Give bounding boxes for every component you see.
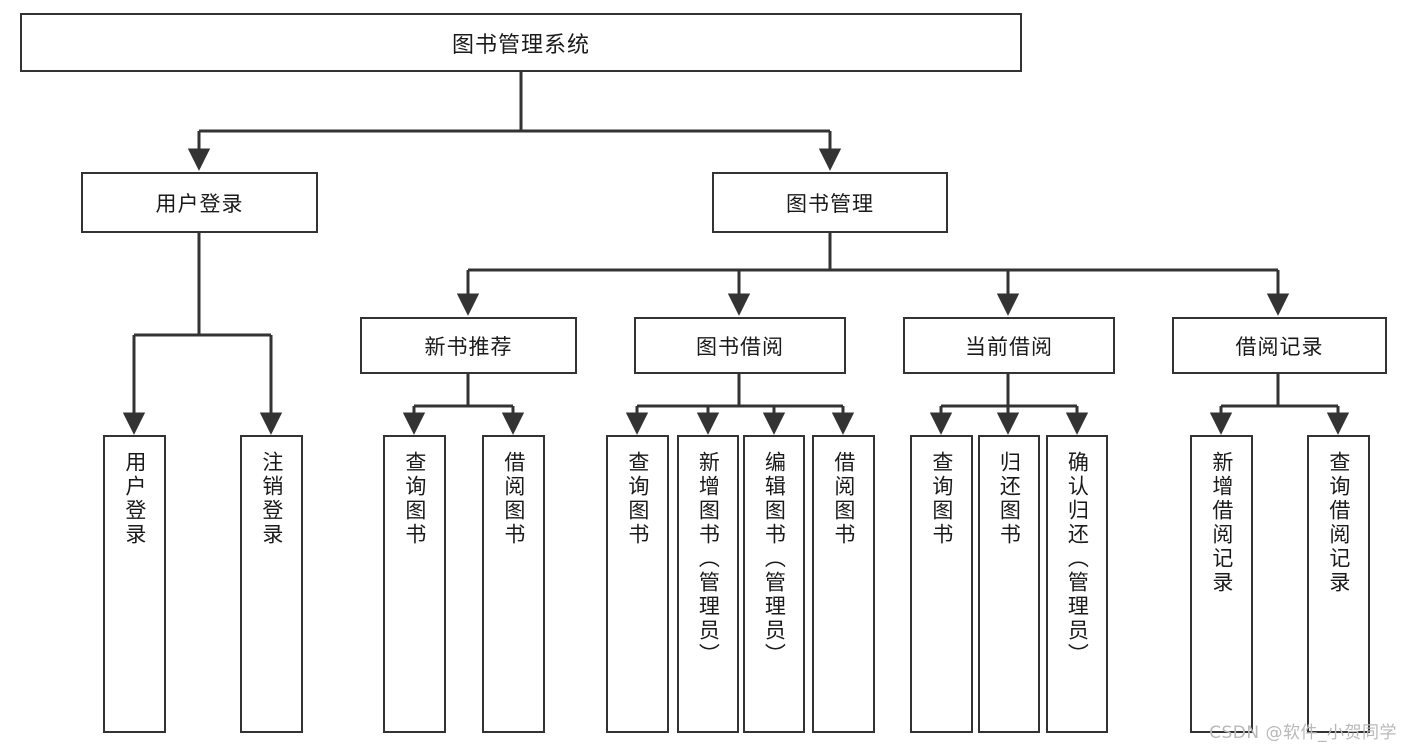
node-label: 注销登录 bbox=[259, 451, 284, 547]
leaf-new-book-query-book[interactable]: 查询图书 bbox=[383, 435, 446, 733]
leaf-book-borrow-borrow-book[interactable]: 借阅图书 bbox=[812, 435, 875, 733]
node-book-management[interactable]: 图书管理 bbox=[712, 172, 948, 233]
leaf-borrow-record-query-record[interactable]: 查询借阅记录 bbox=[1307, 435, 1370, 733]
csdn-watermark: CSDN @软件_小贺同学 bbox=[1209, 723, 1397, 743]
node-label: 借阅图书 bbox=[831, 451, 856, 547]
node-new-book-recommend[interactable]: 新书推荐 bbox=[360, 317, 577, 374]
leaf-book-borrow-query-book[interactable]: 查询图书 bbox=[606, 435, 669, 733]
leaf-borrow-record-add-record[interactable]: 新增借阅记录 bbox=[1190, 435, 1253, 733]
leaf-book-borrow-edit-book-admin[interactable]: 编辑图书（管理员） bbox=[743, 435, 805, 733]
leaf-current-borrow-return-book[interactable]: 归还图书 bbox=[978, 435, 1040, 733]
leaf-current-borrow-confirm-return-admin[interactable]: 确认归还（管理员） bbox=[1046, 435, 1108, 733]
leaf-user-login-logout[interactable]: 注销登录 bbox=[240, 435, 303, 733]
node-label: 新增借阅记录 bbox=[1209, 451, 1234, 595]
node-label: 查询图书 bbox=[625, 451, 650, 547]
node-label: 编辑图书（管理员） bbox=[762, 451, 787, 667]
node-root-book-management-system[interactable]: 图书管理系统 bbox=[20, 13, 1022, 72]
node-label: 新书推荐 bbox=[424, 334, 513, 359]
leaf-book-borrow-add-book-admin[interactable]: 新增图书（管理员） bbox=[677, 435, 739, 733]
node-borrow-record[interactable]: 借阅记录 bbox=[1172, 317, 1387, 374]
node-label: 新增图书（管理员） bbox=[696, 451, 721, 667]
node-label: 借阅图书 bbox=[501, 451, 526, 547]
node-label: 用户登录 bbox=[155, 191, 244, 216]
node-label: 用户登录 bbox=[122, 451, 147, 547]
node-current-borrow[interactable]: 当前借阅 bbox=[903, 317, 1115, 374]
node-label: 查询借阅记录 bbox=[1326, 451, 1351, 595]
node-label: 确认归还（管理员） bbox=[1065, 451, 1090, 667]
node-label: 当前借阅 bbox=[965, 334, 1053, 359]
node-label: 图书借阅 bbox=[696, 334, 784, 359]
node-label: 查询图书 bbox=[402, 451, 427, 547]
leaf-current-borrow-query-book[interactable]: 查询图书 bbox=[910, 435, 973, 733]
node-label: 图书管理 bbox=[786, 191, 874, 216]
leaf-new-book-borrow-book[interactable]: 借阅图书 bbox=[482, 435, 545, 733]
node-book-borrow[interactable]: 图书借阅 bbox=[634, 317, 846, 374]
node-label: 借阅记录 bbox=[1235, 334, 1324, 359]
node-label: 图书管理系统 bbox=[451, 32, 590, 58]
node-label: 查询图书 bbox=[929, 451, 954, 547]
node-label: 归还图书 bbox=[997, 451, 1022, 547]
node-user-login[interactable]: 用户登录 bbox=[81, 172, 318, 233]
leaf-user-login-do-login[interactable]: 用户登录 bbox=[103, 435, 166, 733]
